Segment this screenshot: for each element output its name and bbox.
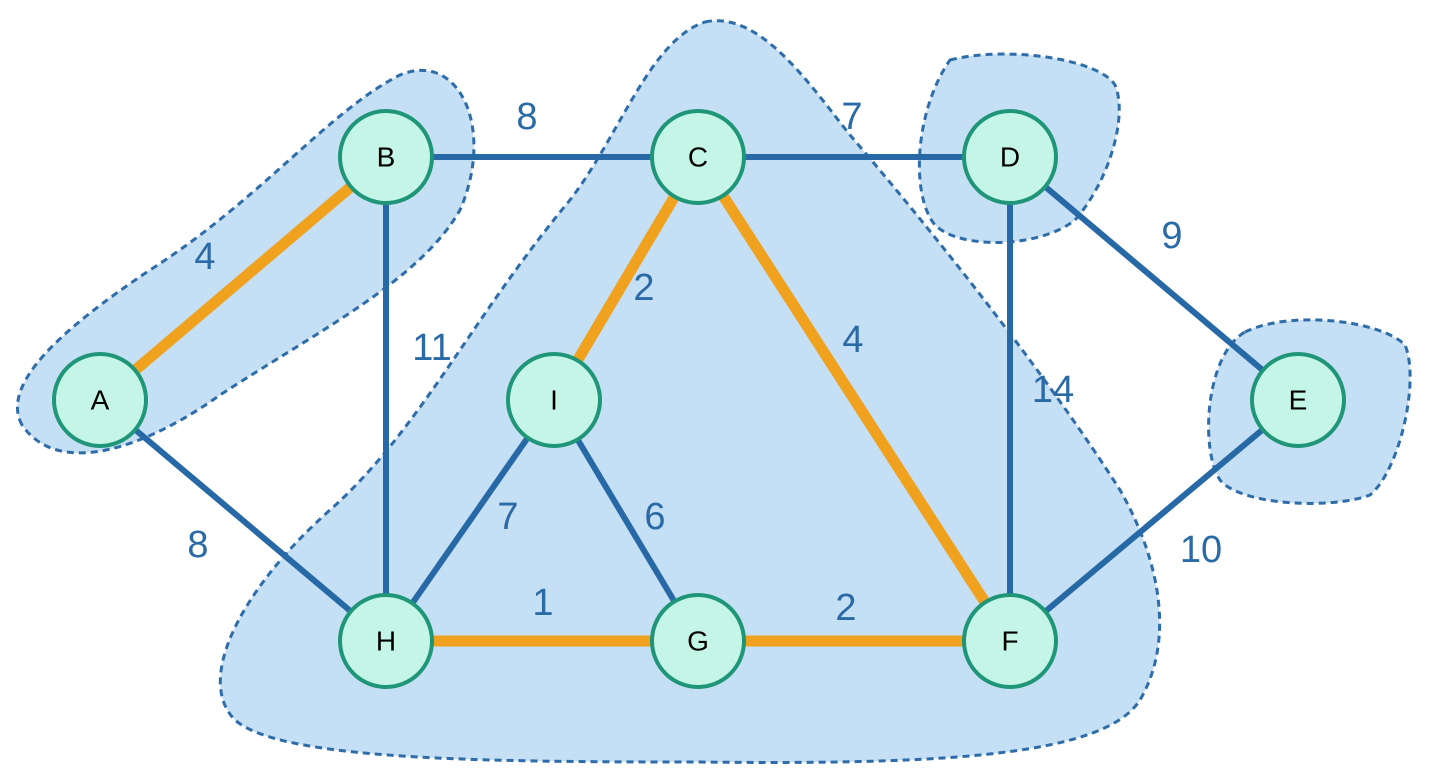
node-circle-d bbox=[962, 109, 1058, 205]
edge-weight-c-i: 2 bbox=[633, 267, 654, 309]
node-circle-f bbox=[962, 593, 1058, 689]
node-label-f: F bbox=[1001, 626, 1018, 657]
edge-weight-i-h: 7 bbox=[497, 496, 518, 538]
node-label-i: I bbox=[550, 385, 558, 416]
node-label-e: E bbox=[1289, 385, 1308, 416]
node-label-a: A bbox=[91, 385, 110, 416]
edge-weight-g-f: 2 bbox=[835, 587, 856, 629]
node-c: C bbox=[650, 109, 746, 205]
edge-d-e bbox=[1008, 154, 1300, 403]
node-circle-g bbox=[650, 593, 746, 689]
node-label-d: D bbox=[1000, 142, 1020, 173]
weights-layer: 4 8 7 9 11 8 2 4 14 7 6 1 2 10 bbox=[187, 96, 1222, 629]
edge-a-h bbox=[98, 397, 388, 644]
node-circle-c bbox=[650, 109, 746, 205]
node-label-c: C bbox=[688, 142, 708, 173]
node-i: I bbox=[506, 352, 602, 448]
node-e: E bbox=[1250, 352, 1346, 448]
edge-weight-b-h: 11 bbox=[412, 327, 451, 369]
node-circle-e bbox=[1250, 352, 1346, 448]
node-label-h: H bbox=[376, 626, 396, 657]
edge-weight-a-h: 8 bbox=[187, 524, 208, 566]
edge-c-f bbox=[693, 154, 1015, 644]
node-h: H bbox=[338, 593, 434, 689]
edge-weight-b-c: 8 bbox=[516, 96, 537, 138]
node-circle-a bbox=[52, 352, 148, 448]
node-f: F bbox=[962, 593, 1058, 689]
edge-weight-a-b: 4 bbox=[194, 236, 215, 278]
node-label-b: B bbox=[377, 142, 396, 173]
edge-weight-e-f: 10 bbox=[1180, 529, 1222, 571]
edge-weight-d-f: 14 bbox=[1032, 369, 1074, 411]
node-b: B bbox=[338, 109, 434, 205]
edge-i-h bbox=[383, 398, 557, 643]
node-circle-h bbox=[338, 593, 434, 689]
cluster-cihgf bbox=[218, 19, 1162, 764]
node-circle-b bbox=[338, 109, 434, 205]
edge-weight-c-d: 7 bbox=[841, 96, 862, 138]
edge-a-b bbox=[96, 152, 390, 405]
nodes-layer: A B C D E F G H I bbox=[52, 109, 1346, 689]
node-a: A bbox=[52, 352, 148, 448]
edge-weight-c-f: 4 bbox=[842, 319, 863, 361]
edge-weight-i-g: 6 bbox=[644, 496, 665, 538]
edge-weight-h-g: 1 bbox=[532, 582, 553, 624]
node-d: D bbox=[962, 109, 1058, 205]
node-g: G bbox=[650, 593, 746, 689]
node-label-g: G bbox=[687, 626, 709, 657]
node-circle-i bbox=[506, 352, 602, 448]
edge-weight-d-e: 9 bbox=[1161, 215, 1182, 257]
edges-layer bbox=[96, 152, 1300, 647]
edge-e-f bbox=[1008, 397, 1300, 644]
